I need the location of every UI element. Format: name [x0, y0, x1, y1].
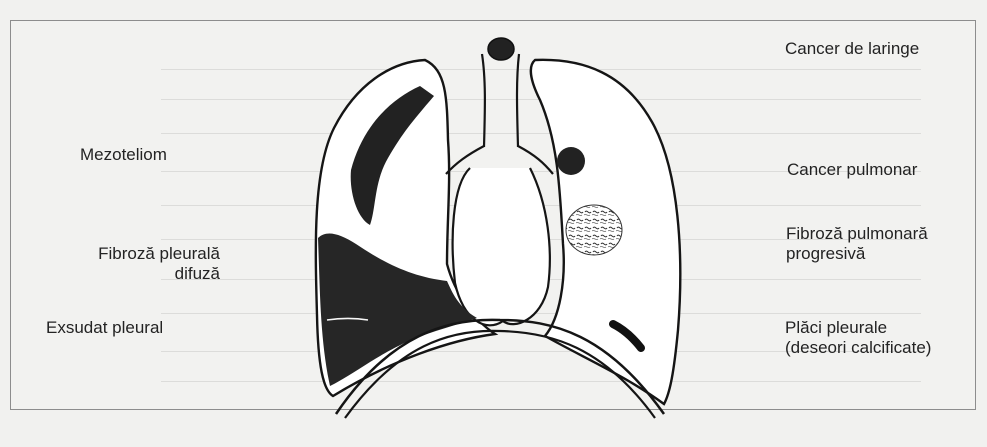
larynx	[488, 38, 514, 60]
cancer-de-laringe-label: Cancer de laringe	[785, 39, 919, 59]
fibroza-pulmonara-label: Fibroză pulmonară progresivă	[786, 224, 928, 265]
lung-cancer-mark	[557, 147, 585, 175]
mezoteliom-label: Mezoteliom	[80, 145, 167, 165]
cancer-pulmonar-label: Cancer pulmonar	[787, 160, 917, 180]
heart-outline	[453, 168, 550, 325]
trachea	[482, 54, 519, 147]
pulmonary-fibrosis-mark	[566, 205, 622, 255]
exsudat-pleural-label: Exsudat pleural	[46, 318, 163, 338]
fibroza-pleurala-label: Fibroză pleurală difuză	[50, 244, 220, 285]
placi-pleurale-label: Plăci pleurale (deseori calcificate)	[785, 318, 931, 359]
